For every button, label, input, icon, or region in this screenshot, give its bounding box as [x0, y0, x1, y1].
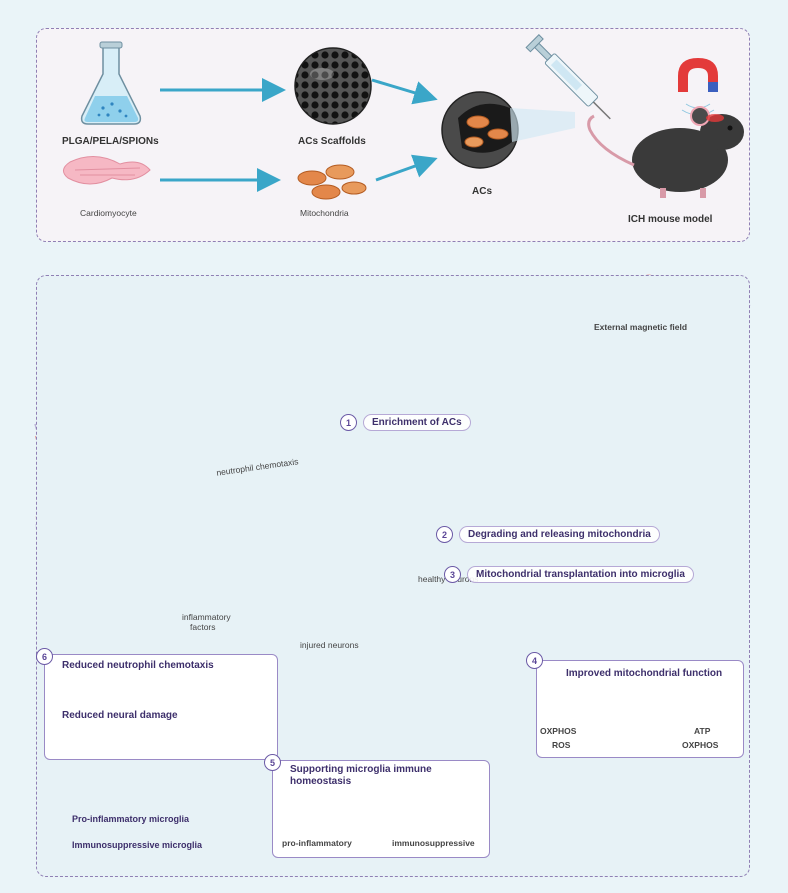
step-5-number: 5 [264, 754, 281, 771]
step-3: 3 Mitochondrial transplantation into mic… [444, 566, 694, 583]
step-3-text: Mitochondrial transplantation into micro… [467, 566, 694, 583]
step-2: 2 Degrading and releasing mitochondria [436, 526, 660, 543]
label-acs: ACs [472, 186, 493, 197]
step-1: 1 Enrichment of ACs [340, 414, 471, 431]
legend-pro: Pro-inflammatory microglia [72, 814, 189, 824]
step-3-number: 3 [444, 566, 461, 583]
scaffold-sphere-icon [294, 47, 372, 125]
step-4-number: 4 [526, 652, 543, 669]
cardiomyocyte-icon [63, 156, 151, 185]
label-mouse: ICH mouse model [628, 214, 713, 225]
label-external-field: External magnetic field [594, 322, 688, 332]
box5-pro-label: pro-inflammatory [282, 838, 352, 848]
step-5: 5 [264, 754, 281, 771]
step-2-text: Degrading and releasing mitochondria [459, 526, 660, 543]
mitochondria-group-icon [297, 164, 367, 200]
top-panel-preparation [36, 28, 750, 242]
acs-sphere-icon [441, 91, 519, 169]
box4-oxphos-left: OXPHOS [540, 726, 577, 736]
label-scaffolds: ACs Scaffolds [298, 136, 366, 147]
label-injured-neurons: injured neurons [300, 640, 359, 650]
step-4-text: Improved mitochondrial function [566, 668, 723, 679]
step-1-text: Enrichment of ACs [363, 414, 471, 431]
step-5-text: Supporting microglia immune homeostasis [290, 764, 432, 787]
syringe-icon [525, 34, 611, 120]
step-4: 4 [526, 652, 543, 669]
label-mitochondria: Mitochondria [300, 208, 349, 218]
step-6: 6 [36, 648, 53, 665]
arrow-mito-to-acs [375, 154, 438, 182]
arrow-scaffold-to-acs [371, 78, 438, 105]
box4-atp-right: ATP [694, 726, 711, 736]
flask-icon [80, 41, 142, 125]
label-factors: factors [190, 622, 216, 632]
step-2-number: 2 [436, 526, 453, 543]
legend-immuno-label: Immunosuppressive microglia [72, 840, 203, 850]
label-inflammatory: inflammatory [182, 612, 231, 622]
box4-oxphos-right: OXPHOS [682, 740, 719, 750]
box5-immuno-label: immunosuppressive [392, 838, 475, 848]
box-4-mitochondrial-function [536, 660, 744, 758]
step-6-text: Reduced neutrophil chemotaxis [62, 660, 214, 671]
box-6-outcomes [44, 654, 278, 760]
box6-neural-damage: Reduced neural damage [62, 710, 178, 721]
mouse-icon [587, 106, 744, 198]
box-5-immune-homeostasis [272, 760, 490, 858]
label-cardiomyocyte: Cardiomyocyte [80, 208, 137, 218]
legend-pro-label: Pro-inflammatory microglia [72, 814, 190, 824]
legend-immuno: Immunosuppressive microglia [72, 840, 202, 850]
step-1-number: 1 [340, 414, 357, 431]
step-6-number: 6 [36, 648, 53, 665]
label-plga: PLGA/PELA/SPIONs [62, 136, 159, 147]
box4-ros-left: ROS [552, 740, 571, 750]
